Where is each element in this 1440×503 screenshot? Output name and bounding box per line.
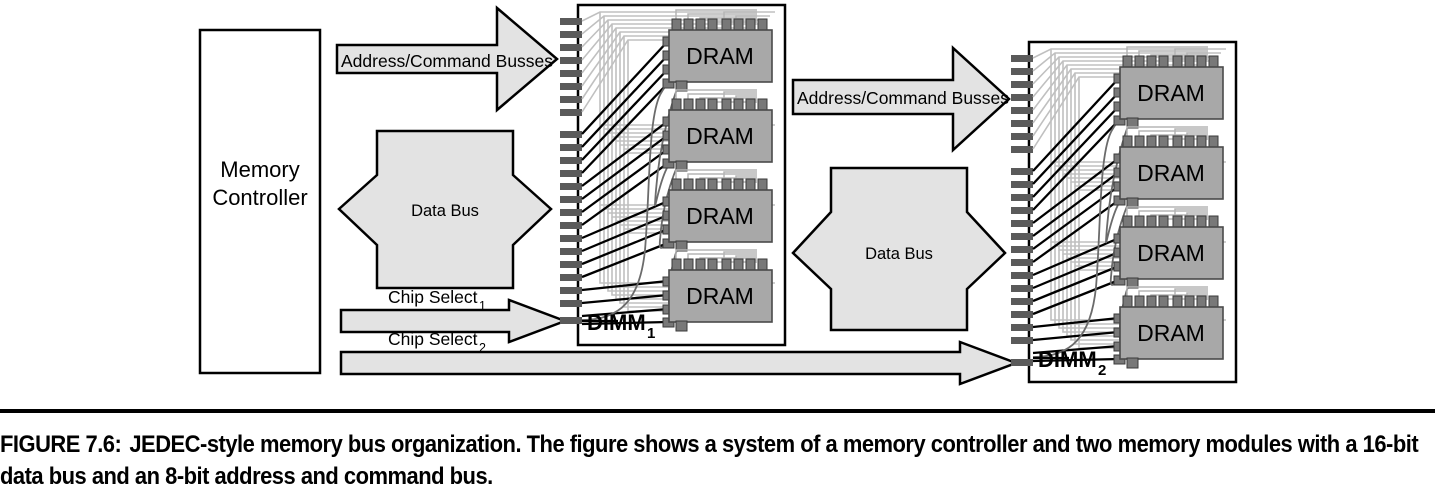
dram-2-2-body (1119, 146, 1224, 200)
data-bus-arrow-2[interactable]: Data Bus (791, 166, 1007, 332)
figure-caption-body: JEDEC-style memory bus organization. The… (0, 431, 1419, 490)
dram-2-4-top-pins (1122, 295, 1219, 309)
dimm-1-dram-chip-2[interactable]: DRAM (662, 89, 773, 172)
dimm-1-module[interactable]: DIMM 1 (560, 3, 787, 347)
chip-select-2-arrow-shape (339, 340, 1020, 386)
dimm-1-edge-pins (560, 18, 582, 324)
dram-2-3-body (1119, 226, 1224, 280)
dimm-2-dram-chip-3[interactable]: DRAM (1113, 206, 1224, 289)
address-command-bus-label-2: Address/Command Busses (797, 88, 1009, 108)
chip-select-1-subscript: 1 (479, 299, 486, 313)
dimm-1-data-traces (581, 40, 669, 326)
dimm-1-label-subscript: 1 (647, 325, 655, 342)
dram-2-1-bottom-pin (1126, 117, 1139, 129)
address-command-bus-arrow-1[interactable]: Address/Command Busses (335, 5, 559, 113)
dram-2-3-label: DRAM (1137, 240, 1205, 266)
dram-1-3-label: DRAM (686, 203, 754, 229)
dram-1-4-bottom-pin (675, 320, 688, 332)
dram-1-2-bottom-pin (675, 160, 688, 172)
dram-2-4-label: DRAM (1137, 320, 1205, 346)
dram-1-2-label: DRAM (686, 123, 754, 149)
data-bus-label-1: Data Bus (411, 202, 479, 220)
dimm-2-dram-chip-2[interactable]: DRAM (1113, 126, 1224, 209)
chip-select-2-arrow[interactable]: Chip Select 2 (339, 329, 1020, 386)
memory-controller-label-line1: Memory (220, 157, 299, 182)
dram-1-1-bottom-pin (675, 80, 688, 92)
memory-bus-diagram: Memory Controller Address/Command Busses… (198, 3, 1238, 386)
dimm-2-data-traces (1032, 77, 1120, 363)
dimm-1-label: DIMM (587, 310, 646, 335)
memory-controller[interactable]: Memory Controller (198, 28, 322, 375)
chip-select-1-label: Chip Select (388, 287, 478, 307)
dimm-2-dram-chip-1[interactable]: DRAM (1113, 46, 1224, 129)
data-bus-arrow-2-shape (791, 166, 1007, 332)
dram-1-3-bottom-pin (675, 240, 688, 252)
address-command-arrow-1-shape (335, 5, 559, 113)
dram-2-3-top-pins (1122, 215, 1219, 229)
dram-1-3-body (668, 189, 773, 243)
figure-caption: FIGURE 7.6:JEDEC-style memory bus organi… (0, 429, 1432, 493)
dimm-1-dram-chip-1[interactable]: DRAM (662, 9, 773, 92)
figure-caption-block: FIGURE 7.6:JEDEC-style memory bus organi… (0, 409, 1440, 493)
dram-2-2-label: DRAM (1137, 160, 1205, 186)
caption-divider-rule (0, 409, 1435, 413)
address-command-arrow-2-shape (791, 45, 1011, 153)
dram-2-1-label: DRAM (1137, 80, 1205, 106)
dram-1-4-label: DRAM (686, 283, 754, 309)
dram-2-4-bottom-pin (1126, 357, 1139, 369)
dram-1-4-top-pins (671, 258, 768, 272)
dimm-1-dram-chip-4[interactable]: DRAM (662, 249, 773, 332)
dram-1-1-label: DRAM (686, 43, 754, 69)
dram-2-1-body (1119, 66, 1224, 120)
dram-1-1-top-pins (671, 18, 768, 32)
chip-select-1-arrow-shape (339, 298, 569, 344)
dimm-2-label-subscript: 2 (1098, 362, 1106, 379)
memory-controller-label-line2: Controller (212, 185, 307, 210)
data-bus-arrow-1[interactable]: Data Bus (337, 129, 553, 290)
address-command-bus-arrow-2[interactable]: Address/Command Busses (791, 45, 1011, 153)
chip-select-1-arrow[interactable]: Chip Select 1 (339, 287, 569, 344)
data-bus-label-2: Data Bus (865, 245, 933, 263)
dimm-2-edge-pins (1011, 55, 1033, 366)
dram-2-2-bottom-pin (1126, 197, 1139, 209)
chip-select-2-subscript: 2 (479, 341, 486, 355)
data-bus-arrow-1-shape (337, 129, 553, 290)
dimm-2-dram-chip-4[interactable]: DRAM (1113, 286, 1224, 369)
address-command-bus-label-1: Address/Command Busses (341, 51, 553, 71)
dram-2-3-bottom-pin (1126, 277, 1139, 289)
dimm-2-label: DIMM (1038, 347, 1097, 372)
dimm-2-module[interactable]: DIMM 2 (1011, 40, 1238, 384)
dram-2-4-body (1119, 306, 1224, 360)
chip-select-2-label: Chip Select (388, 329, 478, 349)
dram-1-2-body (668, 109, 773, 163)
figure-caption-label: FIGURE 7.6: (0, 431, 122, 458)
dram-1-1-body (668, 29, 773, 83)
dram-1-4-body (668, 269, 773, 323)
memory-controller-box (198, 28, 322, 375)
dimm-1-dram-chip-3[interactable]: DRAM (662, 169, 773, 252)
